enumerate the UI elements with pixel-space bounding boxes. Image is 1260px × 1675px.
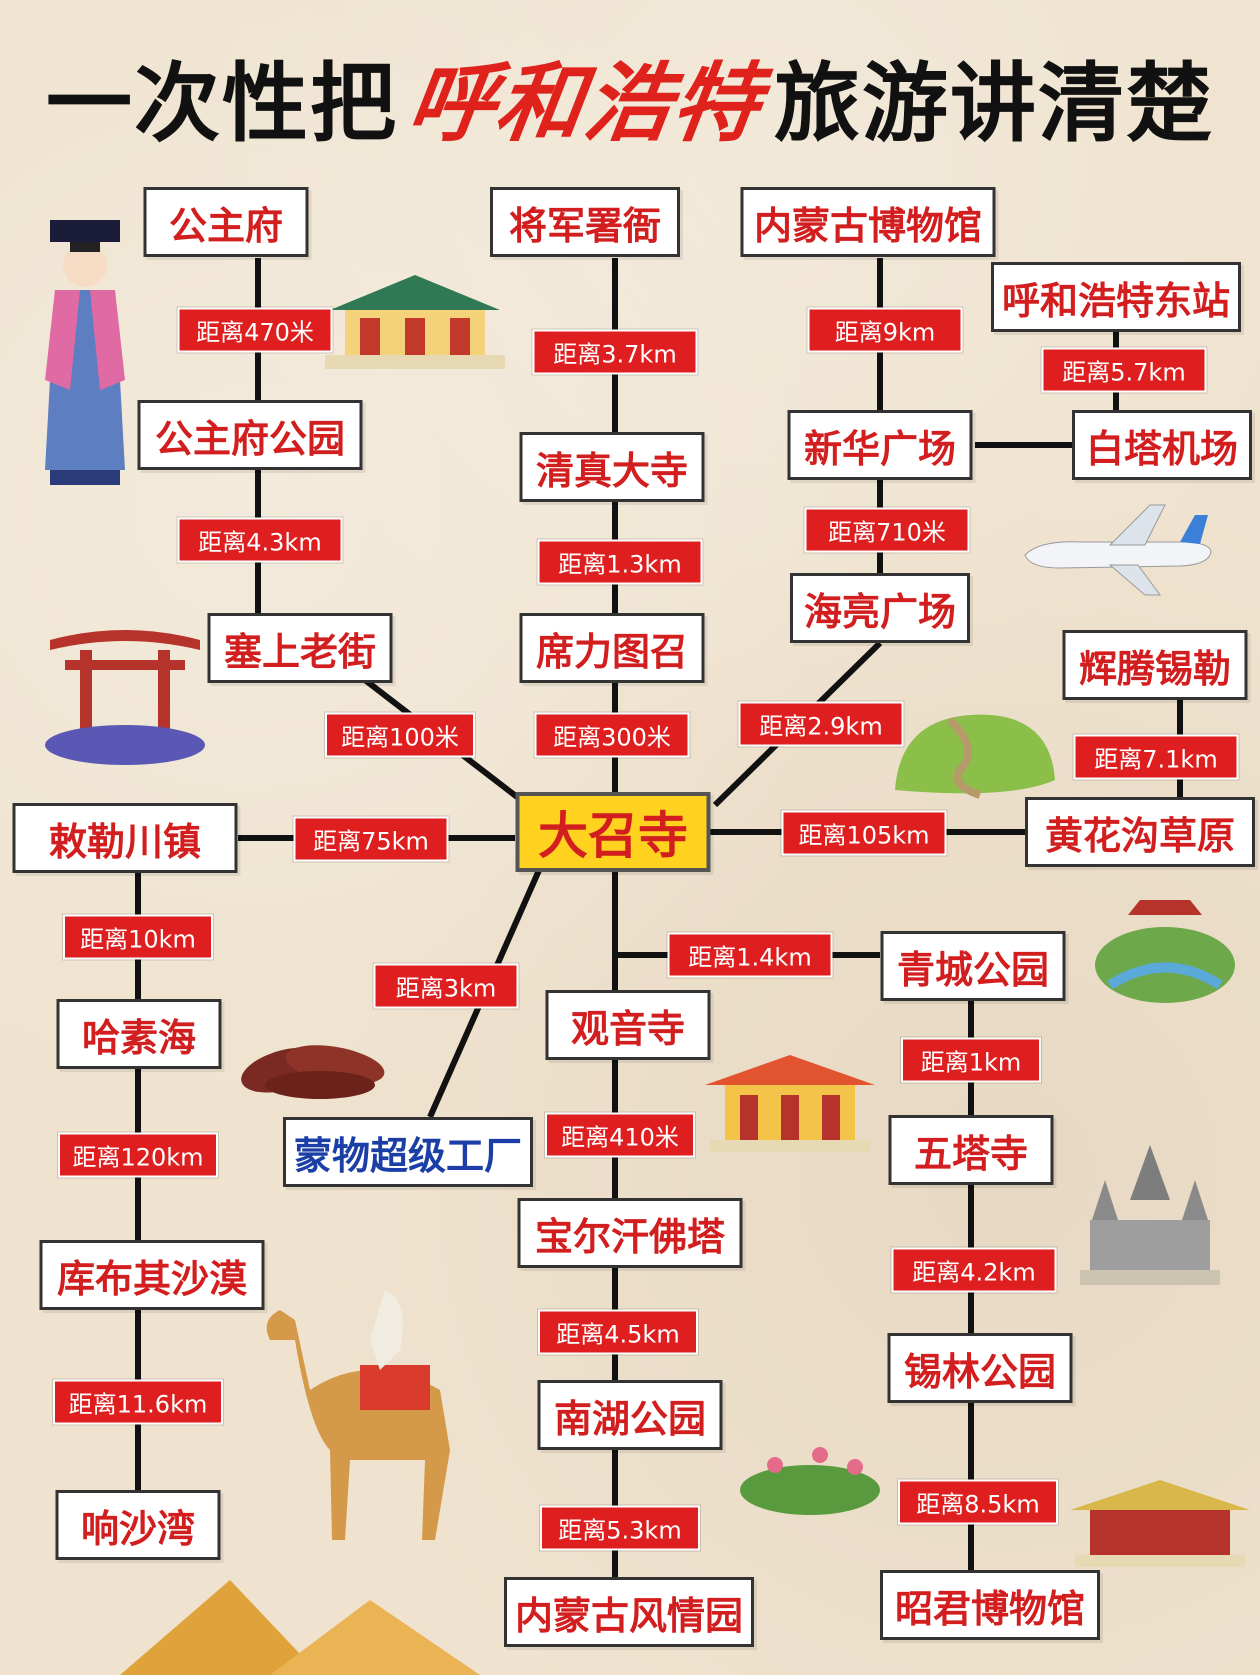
camel-illustration: [266, 1290, 450, 1540]
stupa-illustration: [1080, 1145, 1220, 1285]
attraction-node-qingcheng: 青城公园: [880, 931, 1066, 1001]
palace-illustration: [325, 275, 505, 369]
distance-label-d_hl: 距离2.9km: [738, 701, 904, 747]
attraction-node-nanhu: 南湖公园: [537, 1380, 723, 1450]
attraction-node-jiangjun: 将军署衙: [490, 187, 680, 257]
attraction-node-hasuhai: 哈素海: [56, 999, 222, 1069]
distance-label-d_gy: 距离410米: [545, 1112, 695, 1158]
attraction-node-hailiang: 海亮广场: [790, 573, 970, 643]
pavilion-illustration: [1070, 1480, 1250, 1567]
garden-illustration: [1095, 900, 1235, 1003]
attraction-node-fengqing: 内蒙古风情园: [504, 1577, 754, 1647]
distance-label-d_ss: 距离100米: [325, 712, 475, 758]
attraction-node-gongzhufu: 公主府: [143, 187, 309, 257]
attraction-node-qingzhen: 清真大寺: [519, 432, 705, 502]
attraction-node-museum: 内蒙古博物馆: [740, 187, 996, 257]
attraction-node-huanghuagou: 黄花沟草原: [1025, 797, 1255, 867]
attraction-node-kubuqi: 库布其沙漠: [39, 1240, 265, 1310]
distance-label-d_qc: 距离1.4km: [667, 932, 833, 978]
attraction-node-east_station: 呼和浩特东站: [991, 262, 1241, 332]
distance-label-d_beh: 距离4.5km: [538, 1309, 698, 1355]
distance-label-d_clc: 距离75km: [293, 816, 449, 862]
distance-label-d_xh: 距离710米: [804, 507, 970, 553]
attraction-node-zhaojun: 昭君博物馆: [880, 1570, 1100, 1640]
attraction-node-baoerhan: 宝尔汗佛塔: [517, 1198, 743, 1268]
distance-label-d_wt: 距离1km: [901, 1037, 1041, 1083]
attraction-node-chilechuan: 敕勒川镇: [12, 803, 238, 873]
distance-label-d_ht: 距离7.1km: [1073, 734, 1239, 780]
desert-illustration: [120, 1580, 480, 1675]
attraction-node-gongzhufu_park: 公主府公园: [137, 400, 363, 470]
attraction-node-baita: 白塔机场: [1072, 410, 1252, 480]
distance-label-d_jj: 距离3.7km: [532, 329, 698, 375]
attraction-node-saishang: 塞上老街: [207, 613, 393, 683]
attraction-node-huiteng: 辉腾锡勒: [1062, 630, 1248, 700]
attraction-node-guanyin: 观音寺: [545, 990, 711, 1060]
princess-illustration: [45, 220, 125, 485]
distance-label-d_gzfp: 距离4.3km: [177, 517, 343, 563]
attraction-node-xilin: 锡林公园: [887, 1333, 1073, 1403]
attraction-node-xilitu: 席力图召: [519, 613, 705, 683]
distance-label-d_nh: 距离5.3km: [540, 1505, 700, 1551]
distance-label-d_es: 距离5.7km: [1041, 347, 1207, 393]
attraction-node-xinhua: 新华广场: [787, 410, 973, 480]
flowers-illustration: [740, 1447, 880, 1515]
distance-label-d_hhg: 距离105km: [781, 810, 947, 856]
distance-label-d_hsh: 距离10km: [63, 914, 213, 960]
torii-gate-illustration: [45, 630, 205, 765]
distance-label-d_qz: 距离1.3km: [537, 539, 703, 585]
attraction-node-wuta: 五塔寺: [888, 1115, 1054, 1185]
attraction-node-mengwu: 蒙物超级工厂: [283, 1117, 533, 1187]
distance-label-d_zj: 距离8.5km: [898, 1479, 1058, 1525]
center-node-dazhao: 大召寺: [515, 792, 711, 872]
beef-jerky-illustration: [241, 1045, 385, 1099]
title-part2: 旅游讲清楚: [774, 53, 1214, 154]
temple-illustration: [705, 1055, 875, 1152]
distance-label-d_mu: 距离9km: [807, 307, 963, 353]
attraction-node-xiangsha: 响沙湾: [55, 1490, 221, 1560]
title-part1: 一次性把: [46, 53, 398, 154]
distance-label-d_xsw: 距离11.6km: [53, 1379, 223, 1425]
distance-label-d_kbq: 距离120km: [58, 1132, 218, 1178]
airplane-illustration: [1024, 504, 1212, 596]
page-title: 一次性把 呼和浩特 旅游讲清楚: [0, 30, 1260, 160]
distance-label-d_mw: 距离3km: [373, 963, 519, 1009]
distance-label-d_xlp: 距离4.2km: [891, 1247, 1057, 1293]
distance-label-d_gzf: 距离470米: [177, 307, 333, 353]
grassland-illustration: [895, 714, 1055, 799]
distance-label-d_xl: 距离300米: [534, 712, 690, 758]
